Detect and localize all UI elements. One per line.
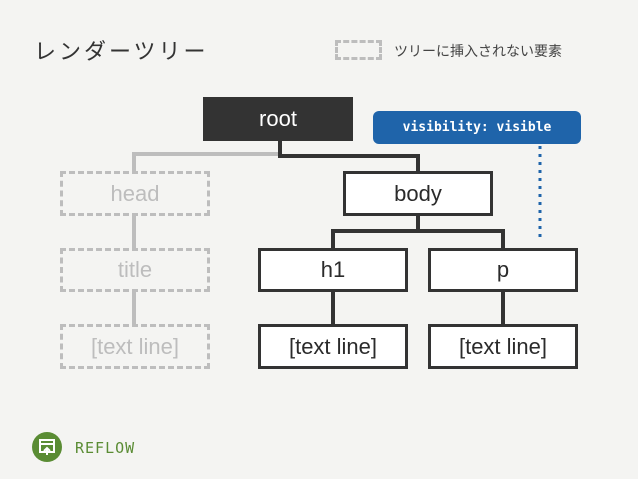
node-root: root (203, 97, 353, 141)
node-p-text-line: [text line] (428, 324, 578, 369)
node-h1-text-line: [text line] (258, 324, 408, 369)
node-p: p (428, 248, 578, 292)
node-h1: h1 (258, 248, 408, 292)
node-head-text-line: [text line] (60, 324, 210, 369)
ghost-connectors (132, 152, 280, 324)
legend-label: ツリーに挿入されない要素 (394, 44, 562, 60)
footer-label: REFLOW (75, 439, 136, 457)
node-head: head (60, 171, 210, 216)
node-body: body (343, 171, 493, 216)
reflow-icon (32, 432, 62, 462)
node-title: title (60, 248, 210, 292)
legend-dashed-box (335, 40, 382, 60)
visibility-callout: visibility: visible (373, 111, 581, 144)
render-connectors (278, 140, 505, 324)
slide-title: レンダーツリー (34, 40, 209, 65)
